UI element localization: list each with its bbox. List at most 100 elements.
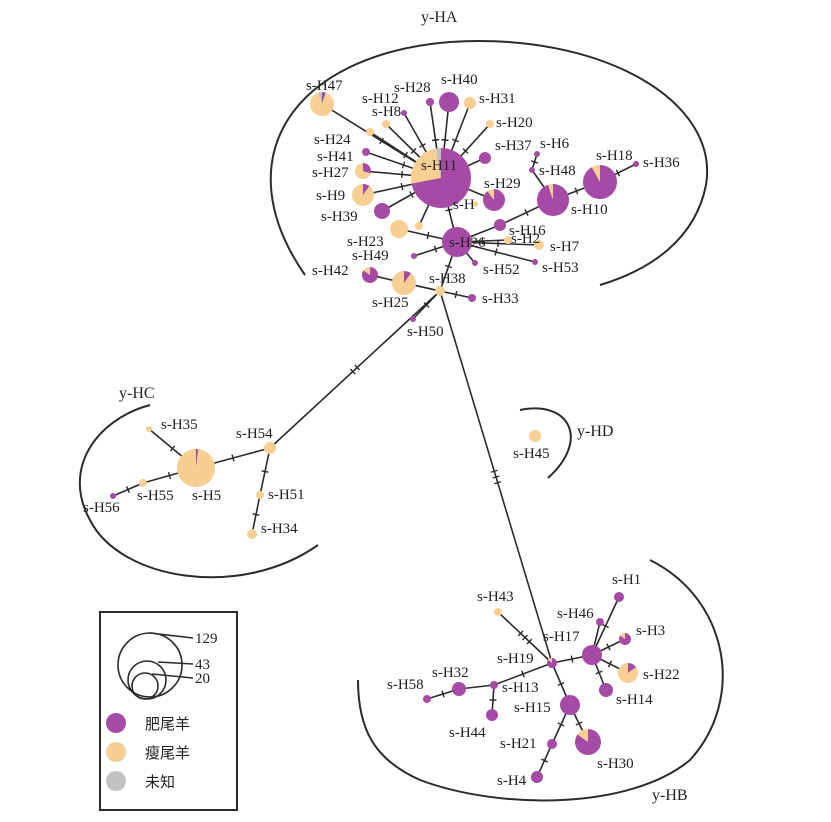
node-slice xyxy=(363,184,370,195)
node-h48 xyxy=(529,167,535,173)
node-label-h35: s-H35 xyxy=(161,417,198,433)
node-label-h3: s-H3 xyxy=(636,623,665,639)
node-slice xyxy=(352,184,374,207)
node-label-h18: s-H18 xyxy=(596,148,633,164)
node-slice xyxy=(392,271,417,295)
node-slice xyxy=(415,222,423,230)
node-h21 xyxy=(547,739,557,749)
node-h49 xyxy=(411,253,417,259)
mutation-tick xyxy=(494,248,498,256)
network-nodes xyxy=(110,92,639,783)
mutation-tick xyxy=(615,169,621,177)
node-h32 xyxy=(452,682,466,696)
group-label-hb: y-HB xyxy=(652,787,688,804)
mutation-tick xyxy=(517,630,524,637)
group-arc-hd xyxy=(519,407,572,479)
mutation-tick xyxy=(441,138,449,142)
group-arc-hc xyxy=(79,404,319,579)
node-slice xyxy=(490,681,498,689)
node-slice xyxy=(196,449,199,468)
legend-label-thin-tail: 瘦尾羊 xyxy=(145,744,190,762)
group-label-ha: y-HA xyxy=(421,9,458,26)
legend-size-leader-medium xyxy=(157,661,194,665)
mutation-tick xyxy=(419,143,426,148)
group-label-hd: y-HD xyxy=(577,423,613,440)
node-label-h55: s-H55 xyxy=(137,488,174,504)
node-h15 xyxy=(560,695,580,715)
node-h50 xyxy=(410,316,416,322)
node-h5 xyxy=(177,449,216,487)
mutation-tick xyxy=(574,187,579,195)
node-slice xyxy=(614,592,624,602)
legend-swatch-thin-tail xyxy=(106,742,126,762)
node-slice xyxy=(464,97,476,109)
node-h20 xyxy=(486,120,494,128)
mutation-tick xyxy=(400,182,404,191)
node-label-h26: s-H26 xyxy=(449,235,486,251)
node-label-h17: s-H17 xyxy=(543,629,580,645)
node-slice xyxy=(487,189,494,200)
node-label-h45: s-H45 xyxy=(513,446,550,462)
mutation-tick xyxy=(494,481,502,485)
node-slice xyxy=(529,167,535,173)
mutation-tick xyxy=(521,670,525,678)
mutation-tick xyxy=(607,660,613,668)
node-h41 xyxy=(362,148,370,156)
legend-swatch-fat-tail xyxy=(106,713,126,733)
node-h11 xyxy=(410,148,471,208)
node-h2 xyxy=(504,236,512,244)
node-slice xyxy=(494,219,506,231)
node-h44 xyxy=(486,709,498,721)
node-h38 xyxy=(435,286,445,296)
node-label-h29: s-H29 xyxy=(484,176,521,192)
node-label-h43: s-H43 xyxy=(477,589,514,605)
node-label-h25: s-H25 xyxy=(372,295,409,311)
node-slice xyxy=(620,633,625,639)
legend-label-fat-tail: 肥尾羊 xyxy=(145,715,190,733)
node-h58 xyxy=(423,695,431,703)
edge-h38-h54 xyxy=(269,290,441,449)
node-slice xyxy=(582,645,602,665)
node-h40 xyxy=(439,92,459,112)
node-h28 xyxy=(426,98,434,106)
node-h3 xyxy=(619,633,631,645)
mutation-tick xyxy=(354,364,361,371)
mutation-tick xyxy=(530,160,539,164)
mutation-tick xyxy=(403,151,408,159)
node-slice xyxy=(547,658,552,663)
node-slice xyxy=(599,683,613,697)
node-label-h38: s-H38 xyxy=(429,271,466,287)
node-slice xyxy=(404,271,412,283)
node-h7 xyxy=(534,240,544,250)
node-label-h22: s-H22 xyxy=(643,667,680,683)
mutation-tick xyxy=(441,690,445,698)
node-h4 xyxy=(531,771,543,783)
node-slice xyxy=(479,152,491,164)
mutation-tick xyxy=(349,368,356,375)
node-h34 xyxy=(247,529,257,539)
legend-size-circle-small xyxy=(131,672,159,700)
mutation-tick xyxy=(557,722,565,727)
node-slice xyxy=(582,165,617,200)
node-slice xyxy=(374,203,390,219)
mutation-tick xyxy=(231,454,235,462)
mutation-tick xyxy=(595,670,603,675)
node-slice xyxy=(401,110,407,116)
mutation-tick xyxy=(423,302,430,308)
node-slice xyxy=(577,729,588,742)
node-slice xyxy=(435,148,441,178)
node-label-h50: s-H50 xyxy=(407,324,444,340)
mutation-tick xyxy=(169,445,176,452)
node-h10 xyxy=(536,184,569,216)
node-label-h58: s-H58 xyxy=(387,677,424,693)
mutation-tick xyxy=(557,681,565,687)
node-label-h31: s-H31 xyxy=(479,91,516,107)
node-slice xyxy=(366,128,374,136)
node-slice xyxy=(177,449,216,487)
node-h51 xyxy=(256,491,264,499)
legend-size-20: 20 xyxy=(195,671,210,687)
node-slice xyxy=(310,92,335,117)
node-slice xyxy=(486,709,498,721)
node-h56 xyxy=(110,493,116,499)
